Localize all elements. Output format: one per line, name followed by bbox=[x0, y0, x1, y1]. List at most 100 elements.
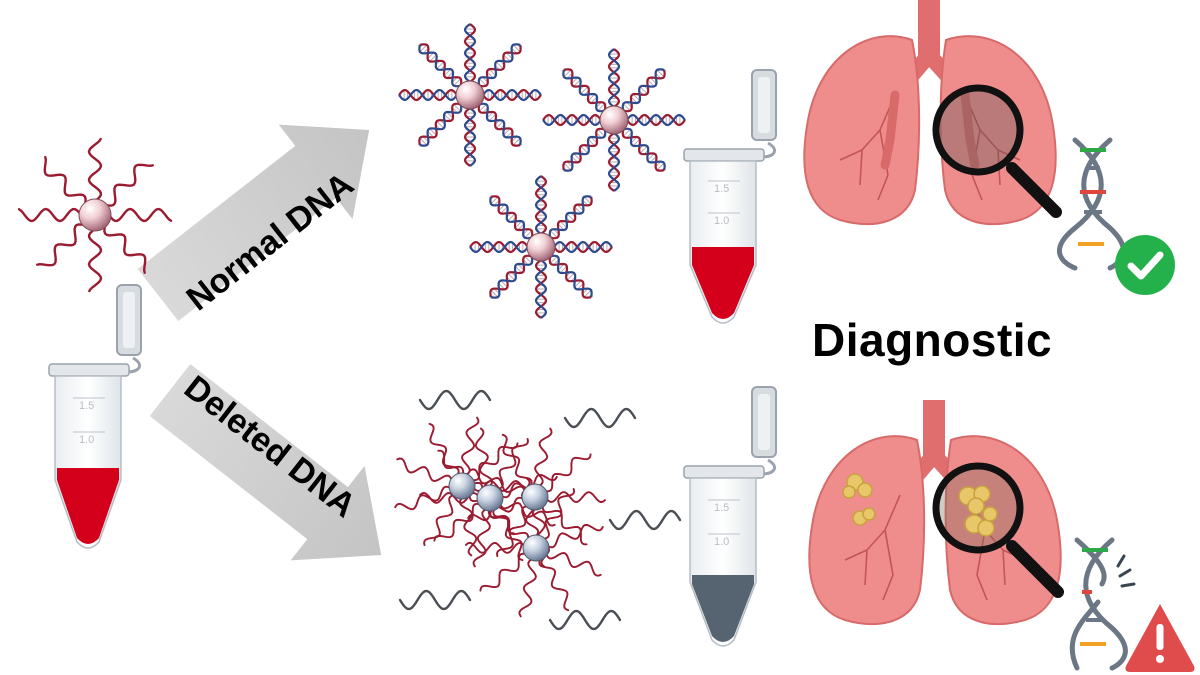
dna-strand bbox=[563, 129, 607, 172]
dna-strand bbox=[419, 104, 463, 147]
probe-strand bbox=[534, 427, 553, 489]
free-strand bbox=[608, 509, 682, 531]
probe-strand bbox=[544, 550, 602, 577]
dna-strand bbox=[623, 69, 666, 113]
dna-strand bbox=[418, 102, 461, 146]
lungs-tumor-icon bbox=[808, 400, 1062, 626]
probe-strand bbox=[479, 552, 530, 592]
dna-strand bbox=[463, 23, 477, 83]
arrow-deleted: Deleted DNA bbox=[149, 363, 382, 561]
tube-left: 1.5 1.0 bbox=[48, 284, 142, 549]
dna-strand bbox=[553, 240, 613, 254]
tube-mark-upper: 1.5 bbox=[79, 400, 94, 412]
dna-strand bbox=[548, 195, 592, 238]
dna-strand bbox=[542, 113, 602, 127]
probe-strand bbox=[496, 504, 531, 558]
diagnostic-label: Diagnostic bbox=[812, 314, 1053, 366]
warning-triangle-icon bbox=[1125, 604, 1195, 672]
free-strand bbox=[563, 407, 637, 429]
dna-strand bbox=[562, 127, 605, 171]
probe-strand bbox=[469, 468, 527, 495]
free-strand bbox=[548, 609, 622, 631]
dna-strand bbox=[550, 196, 593, 240]
probe-strand bbox=[87, 227, 103, 293]
probe-strand bbox=[538, 555, 570, 612]
gold-nanoparticle-icon bbox=[522, 534, 550, 562]
probe-strand bbox=[472, 506, 491, 568]
dna-strand bbox=[490, 256, 534, 299]
dna-strand bbox=[607, 132, 621, 192]
probe-strand bbox=[423, 493, 458, 547]
dna-strand bbox=[482, 88, 542, 102]
free-single-strands bbox=[398, 389, 682, 631]
probe-strand bbox=[394, 485, 454, 511]
dna-strand bbox=[463, 23, 477, 83]
probe-strand bbox=[396, 457, 454, 484]
dna-strand bbox=[607, 132, 621, 192]
dna-strand bbox=[563, 68, 607, 111]
tube-mark-upper: 1.5 bbox=[714, 183, 729, 195]
dispersed-nanoparticles bbox=[398, 23, 686, 319]
gold-nanoparticle-icon bbox=[448, 472, 476, 500]
dna-strand bbox=[621, 68, 665, 111]
tube-mark-lower: 1.0 bbox=[79, 434, 94, 446]
probe-strand bbox=[461, 416, 480, 478]
probe-strand bbox=[87, 137, 103, 203]
probe-strand bbox=[437, 449, 484, 493]
tube-mark-lower: 1.0 bbox=[714, 215, 729, 227]
dna-strand bbox=[626, 113, 686, 127]
magnifier-icon bbox=[932, 84, 1062, 218]
probe-strand bbox=[103, 163, 154, 207]
dna-strand bbox=[623, 127, 666, 171]
gold-nanoparticle-icon bbox=[526, 232, 556, 262]
dna-helix-icon bbox=[1057, 137, 1126, 271]
probe-strand bbox=[433, 502, 484, 542]
probe-strand bbox=[544, 524, 604, 549]
magnifier-tumor-icon bbox=[932, 462, 1064, 598]
dna-strand bbox=[490, 195, 534, 238]
probe-nanoparticle bbox=[17, 137, 173, 293]
aggregated-nanoparticles bbox=[394, 416, 606, 618]
probe-strand bbox=[17, 207, 83, 223]
hybridized-nanoparticle bbox=[469, 175, 613, 319]
tube-mark-lower: 1.0 bbox=[714, 536, 729, 548]
tube-normal-red: 1.5 1.0 bbox=[683, 69, 777, 324]
tube-deleted-gray: 1.5 1.0 bbox=[683, 386, 777, 647]
probe-strand bbox=[428, 422, 460, 479]
probe-strand bbox=[541, 502, 588, 546]
dna-strand bbox=[463, 107, 477, 167]
hybridized-nanoparticle bbox=[398, 23, 542, 167]
dna-strand bbox=[534, 175, 548, 235]
dna-strand bbox=[398, 88, 458, 102]
gold-nanoparticle-icon bbox=[455, 80, 485, 110]
dna-broken-icon bbox=[1069, 537, 1136, 671]
dna-strand bbox=[469, 240, 529, 254]
probe-strand bbox=[498, 500, 556, 527]
dna-strand bbox=[621, 129, 665, 172]
gold-nanoparticle-icon bbox=[78, 198, 112, 232]
check-circle-icon bbox=[1115, 235, 1175, 295]
dna-strand bbox=[419, 43, 463, 86]
probe-strand bbox=[494, 437, 529, 491]
dna-strand bbox=[479, 102, 522, 146]
probe-strand bbox=[474, 427, 494, 490]
probe-strand bbox=[541, 453, 592, 493]
dna-strand bbox=[550, 254, 593, 298]
probe-strand bbox=[36, 223, 87, 267]
dna-strand bbox=[562, 69, 605, 113]
dna-strand bbox=[489, 196, 532, 240]
dna-strand bbox=[607, 48, 621, 108]
hybridized-nanoparticle bbox=[542, 48, 686, 192]
dna-strand bbox=[479, 44, 522, 88]
free-strand bbox=[398, 589, 472, 611]
probe-strand bbox=[540, 488, 576, 541]
dna-strand bbox=[477, 104, 521, 147]
dna-strand bbox=[463, 107, 477, 167]
dna-strand bbox=[398, 88, 458, 102]
free-strand bbox=[418, 389, 492, 411]
dna-strand bbox=[534, 259, 548, 319]
probe-strand bbox=[544, 491, 606, 504]
probe-strand bbox=[43, 156, 87, 207]
dna-strand bbox=[607, 48, 621, 108]
